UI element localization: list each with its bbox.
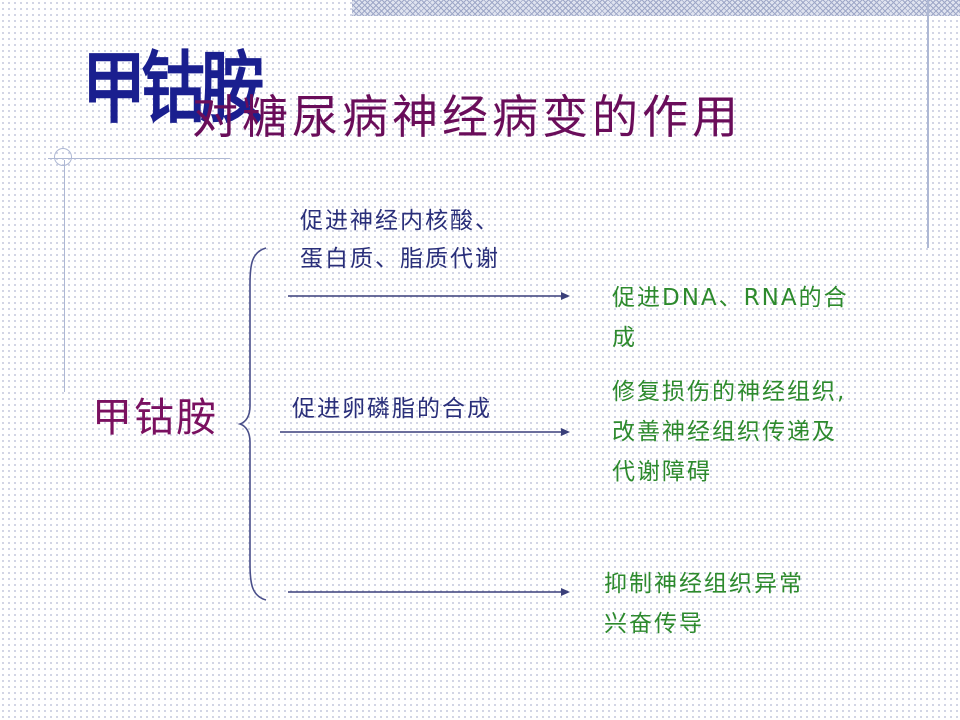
title-subtitle: 对糖尿病神经病变的作用 <box>192 90 742 144</box>
effect-text-2: 修复损伤的神经组织, 改善神经组织传递及 代谢障碍 <box>612 372 912 492</box>
decorative-title-rule <box>48 158 230 159</box>
effect-1-line-2: 成 <box>612 325 637 351</box>
decorative-circle-mark <box>54 148 72 166</box>
center-drug-label: 甲钴胺 <box>92 395 218 441</box>
mechanism-2-line-1: 促进卵磷脂的合成 <box>292 396 492 422</box>
arrow-branch-3 <box>288 588 570 596</box>
effect-3-line-2: 兴奋传导 <box>604 611 704 637</box>
effect-1-line-1: 促进DNA、RNA的合 <box>612 285 849 311</box>
mechanism-text-2: 促进卵磷脂的合成 <box>292 390 492 428</box>
effect-text-3: 抑制神经组织异常 兴奋传导 <box>604 564 874 644</box>
effect-2-line-2: 改善神经组织传递及 <box>612 419 837 445</box>
effect-text-1: 促进DNA、RNA的合 成 <box>612 278 902 358</box>
left-brace <box>237 247 267 601</box>
effect-2-line-3: 代谢障碍 <box>612 459 712 485</box>
mechanism-1-line-2: 蛋白质、脂质代谢 <box>300 246 500 272</box>
effect-3-line-1: 抑制神经组织异常 <box>604 571 804 597</box>
mechanism-1-line-1: 促进神经内核酸、 <box>300 208 500 234</box>
title-drug-name: 甲钴胺 <box>82 44 264 134</box>
decorative-right-rule <box>927 0 929 248</box>
arrow-branch-1 <box>288 292 570 300</box>
mechanism-text-1: 促进神经内核酸、 蛋白质、脂质代谢 <box>300 202 500 278</box>
arrow-branch-2 <box>280 428 570 436</box>
decorative-left-rule <box>64 160 65 392</box>
decorative-pattern-bar <box>352 0 960 16</box>
effect-2-line-1: 修复损伤的神经组织, <box>612 379 847 405</box>
